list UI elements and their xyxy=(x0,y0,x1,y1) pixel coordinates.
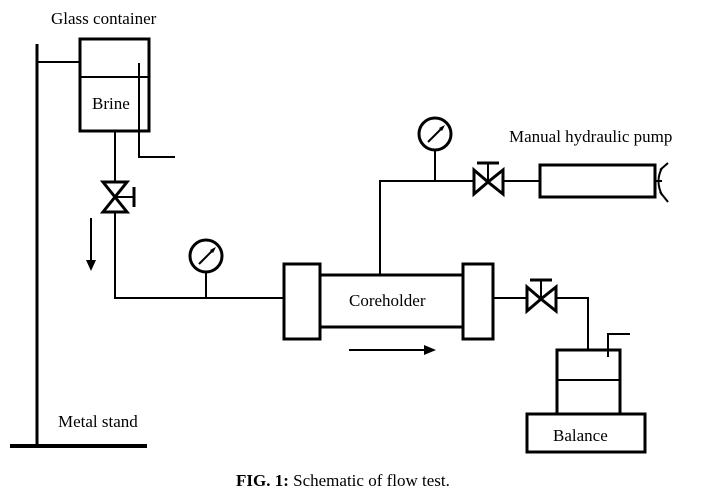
brine-label: Brine xyxy=(92,94,130,113)
coreholder xyxy=(282,262,495,341)
figure-caption: FIG. 1: Schematic of flow test. xyxy=(236,471,450,490)
balance-label: Balance xyxy=(553,426,608,445)
collection-beaker xyxy=(555,333,630,416)
pump-valve xyxy=(472,161,505,198)
flow-arrow-right xyxy=(349,345,436,355)
metal-stand xyxy=(10,44,147,448)
caption-prefix: FIG. 1: xyxy=(236,471,289,490)
pump-pressure-gauge xyxy=(417,116,453,181)
brine-valve xyxy=(99,180,136,214)
flow-arrow-down xyxy=(86,218,96,271)
outlet-valve xyxy=(525,278,558,315)
manual-hydraulic-pump xyxy=(538,162,669,203)
coreholder-label: Coreholder xyxy=(349,291,426,310)
balance xyxy=(525,412,647,454)
glass-container-label: Glass container xyxy=(51,9,157,28)
inlet-pressure-gauge xyxy=(188,238,224,298)
confining-pressure-line xyxy=(379,180,540,275)
caption-text: Schematic of flow test. xyxy=(289,471,450,490)
metal-stand-label: Metal stand xyxy=(58,412,138,431)
pump-label: Manual hydraulic pump xyxy=(509,127,672,146)
glass-container xyxy=(78,37,175,158)
